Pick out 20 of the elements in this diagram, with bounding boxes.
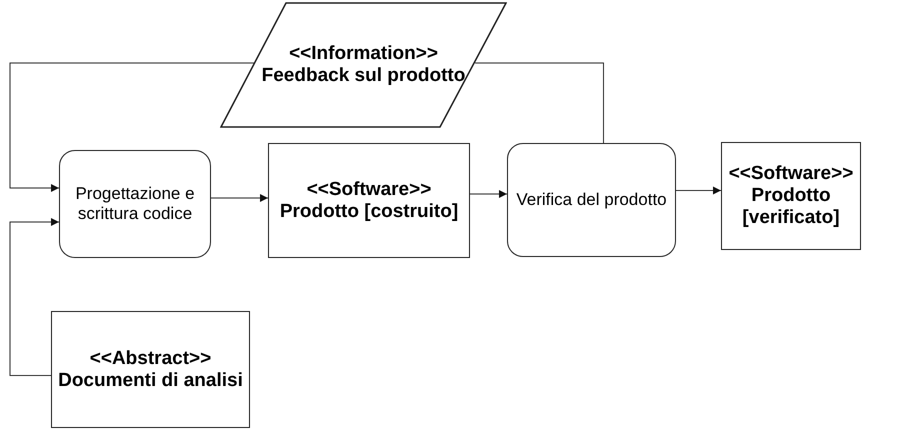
node-label: Prodotto [verificato] bbox=[741, 185, 841, 229]
stereotype-label: <<Abstract>> bbox=[90, 348, 212, 370]
node-label: Documenti di analisi bbox=[58, 370, 243, 392]
connector-arrow bbox=[10, 62, 255, 192]
connector-arrow bbox=[210, 194, 268, 202]
stereotype-label: <<Software>> bbox=[728, 163, 854, 186]
stereotype-label: <<Information>> bbox=[289, 43, 438, 65]
connector-arrow bbox=[470, 190, 508, 198]
connector-arrow bbox=[676, 186, 722, 194]
artifact-box bbox=[268, 143, 470, 258]
process-box bbox=[507, 143, 676, 257]
connector-arrow bbox=[10, 218, 60, 376]
artifact-box bbox=[51, 311, 250, 428]
node-label: Progettazione e scrittura codice bbox=[74, 184, 196, 224]
node-label: Verifica del prodotto bbox=[516, 190, 667, 210]
node-label: Feedback sul prodotto bbox=[262, 65, 466, 87]
node-label: Prodotto [costruito] bbox=[280, 200, 458, 222]
stereotype-label: <<Software>> bbox=[306, 178, 432, 200]
artifact-box bbox=[721, 142, 861, 250]
process-box bbox=[59, 150, 211, 258]
